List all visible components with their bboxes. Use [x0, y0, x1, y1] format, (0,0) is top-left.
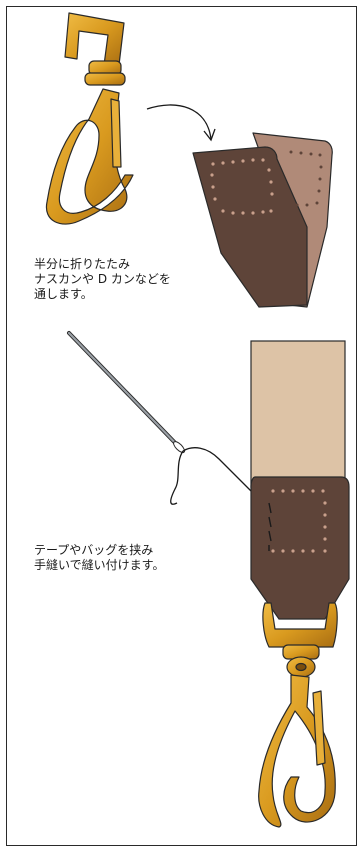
caption-sew-step: テープやバッグを挟み 手縫いで縫い付けます。 [34, 543, 165, 572]
hook-gate-bottom [312, 690, 326, 766]
folded-leather-tab [192, 132, 333, 308]
snap-hook-bottom [258, 602, 338, 828]
leather-tab-sewn [250, 476, 350, 620]
thread [170, 447, 254, 505]
d-ring-top [64, 12, 125, 66]
illustration [45, 12, 350, 828]
stitch-holes-sewn [271, 489, 327, 553]
hand-stitch [268, 502, 272, 551]
leather-front-layer [192, 146, 308, 308]
sewn-leather-tab [250, 476, 350, 620]
tape [250, 340, 346, 488]
hook-gate-top [110, 98, 122, 168]
arrow-icon [146, 104, 216, 142]
instruction-panel: 半分に折りたたみ ナスカンや D カンなどを 通します。 テープやバッグを挟み … [6, 6, 357, 846]
snap-hook-top [45, 12, 134, 225]
stitch-holes-front [210, 158, 274, 215]
d-ring-bottom [262, 602, 338, 648]
stitch-holes-back [289, 150, 323, 207]
needle [67, 331, 185, 453]
caption-fold-step: 半分に折りたたみ ナスカンや D カンなどを 通します。 [34, 257, 171, 301]
